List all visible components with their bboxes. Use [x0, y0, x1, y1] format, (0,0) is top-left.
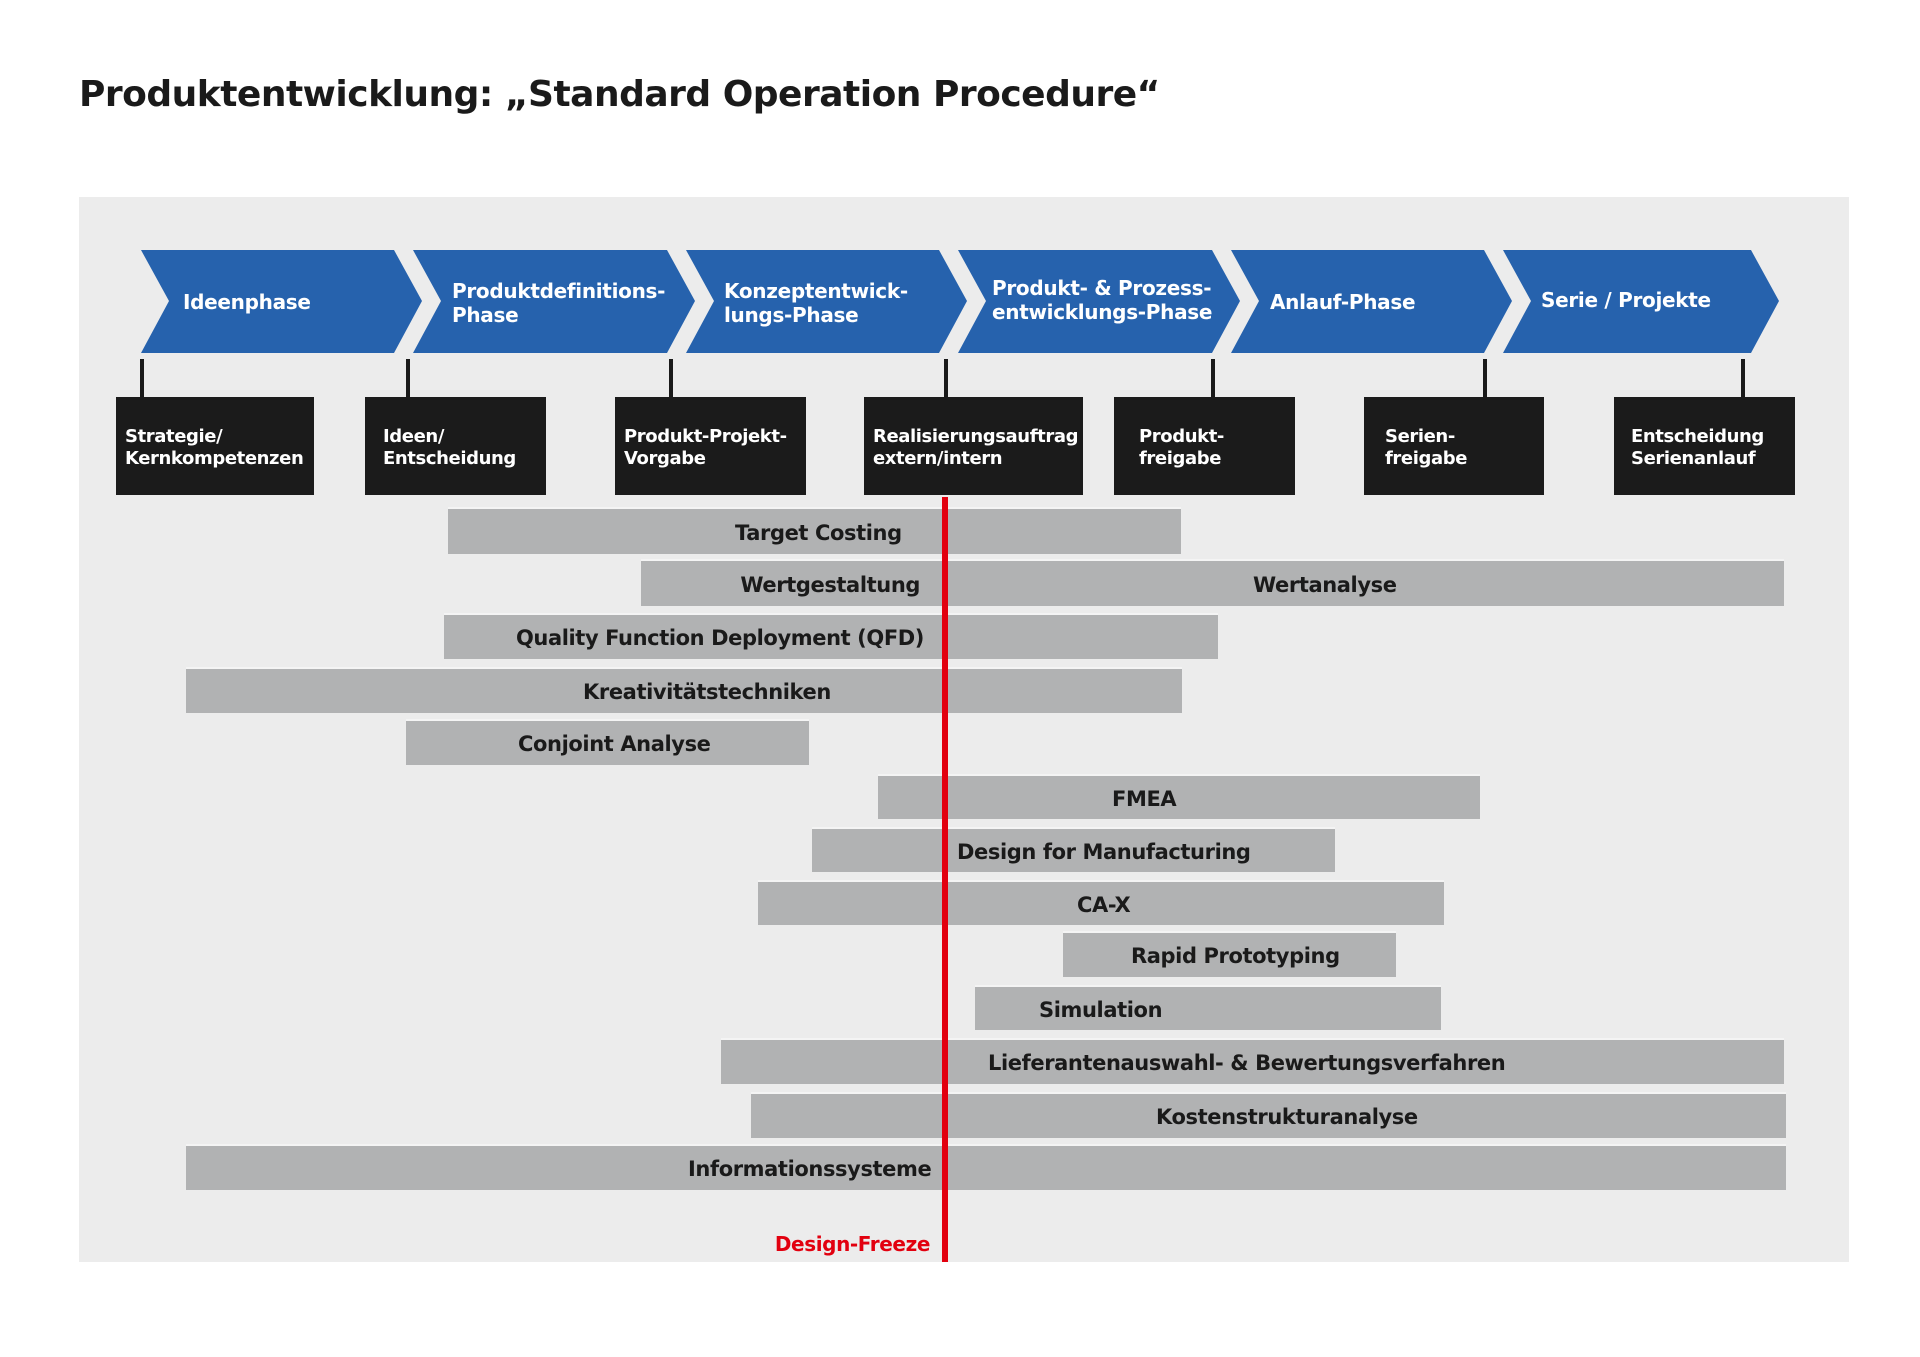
bar-label: Simulation	[1039, 997, 1163, 1022]
gate-strategie: Strategie/ Kernkompetenzen	[116, 397, 314, 495]
gate-connector	[406, 359, 410, 397]
gate-connector	[140, 359, 144, 397]
bar-label: Kostenstrukturanalyse	[1156, 1104, 1418, 1129]
gate-connector	[1741, 359, 1745, 397]
phase-label-produktdefinition: Produktdefinitions- Phase	[452, 279, 666, 327]
bar-wertgestaltung-wertanalyse: Wertgestaltung Wertanalyse	[641, 561, 1784, 606]
bar-label: Lieferantenauswahl- & Bewertungsverfahre…	[988, 1050, 1506, 1075]
bar-label: CA-X	[1077, 892, 1131, 917]
bar-label: FMEA	[1112, 786, 1177, 811]
bar-informationssysteme: Informationssysteme	[186, 1146, 1786, 1190]
gate-serienfreigabe: Serien- freigabe	[1364, 397, 1544, 495]
bar-lieferantenauswahl: Lieferantenauswahl- & Bewertungsverfahre…	[721, 1040, 1784, 1084]
design-freeze-label: Design-Freeze	[774, 1232, 931, 1256]
bar-rapid-prototyping: Rapid Prototyping	[1063, 933, 1396, 977]
gate-connector	[944, 359, 948, 397]
gate-connector	[669, 359, 673, 397]
gate-entscheidung-serienanlauf: Entscheidung Serienanlauf	[1614, 397, 1795, 495]
bar-label: Informationssysteme	[688, 1156, 932, 1181]
phase-label-anlauf: Anlauf-Phase	[1270, 290, 1416, 314]
bar-label-wertgestaltung: Wertgestaltung	[740, 572, 920, 597]
bar-label: Design for Manufacturing	[957, 839, 1251, 864]
bar-label: Quality Function Deployment (QFD)	[515, 625, 924, 650]
bar-label: Conjoint Analyse	[518, 731, 711, 756]
bar-target-costing: Target Costing	[448, 509, 1181, 554]
bar-label: Rapid Prototyping	[1131, 943, 1340, 968]
phase-label-produkt-prozessentwicklung: Produkt- & Prozess- entwicklungs-Phase	[992, 276, 1213, 324]
gate-realisierungsauftrag: Realisierungsauftrag extern/intern	[864, 397, 1083, 495]
phase-label-ideenphase: Ideenphase	[183, 290, 311, 314]
bar-ca-x: CA-X	[758, 882, 1444, 925]
gate-ideen-entscheidung: Ideen/ Entscheidung	[365, 397, 546, 495]
gate-produktfreigabe: Produkt- freigabe	[1114, 397, 1295, 495]
bar-conjoint-analyse: Conjoint Analyse	[406, 721, 809, 765]
bar-fmea: FMEA	[878, 776, 1480, 819]
gate-connector	[1483, 359, 1487, 397]
bar-qfd: Quality Function Deployment (QFD)	[444, 615, 1218, 659]
page-title: Produktentwicklung: „Standard Operation …	[79, 74, 1160, 115]
bar-label: Kreativitätstechniken	[583, 679, 831, 704]
bar-label-wertanalyse: Wertanalyse	[1253, 572, 1397, 597]
gate-produkt-projekt-vorgabe: Produkt-Projekt- Vorgabe	[615, 397, 806, 495]
diagram-panel	[79, 197, 1849, 1262]
bar-simulation: Simulation	[975, 987, 1441, 1030]
phase-label-serie: Serie / Projekte	[1541, 288, 1711, 312]
phase-label-konzeptentwicklung: Konzeptentwick- lungs-Phase	[724, 279, 908, 327]
bar-kreativitaetstechniken: Kreativitätstechniken	[186, 669, 1182, 713]
bar-label: Target Costing	[735, 520, 902, 545]
bar-design-for-manufacturing: Design for Manufacturing	[812, 829, 1335, 872]
bar-kostenstrukturanalyse: Kostenstrukturanalyse	[751, 1094, 1786, 1138]
design-freeze-line	[942, 497, 948, 1262]
gate-connector	[1211, 359, 1215, 397]
